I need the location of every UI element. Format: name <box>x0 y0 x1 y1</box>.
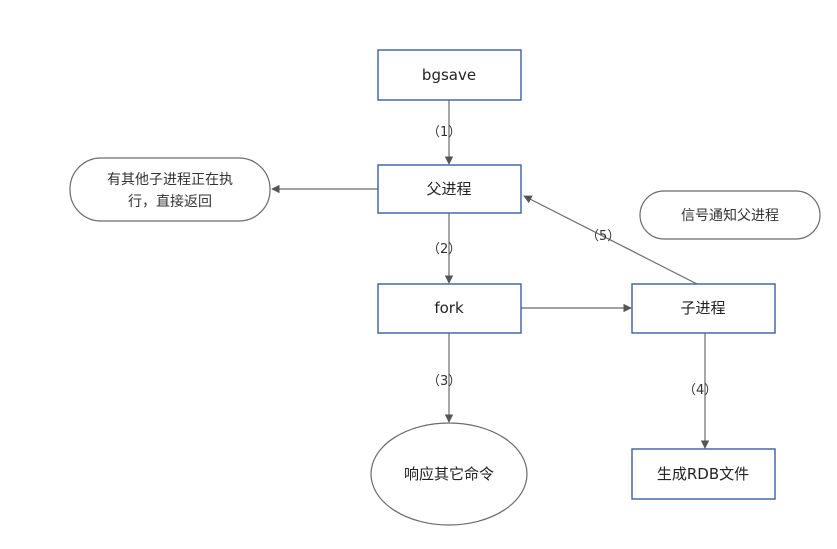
signal-note-label: 信号通知父进程 <box>681 207 779 224</box>
signal-note-shape <box>639 190 821 240</box>
signal-note-node: 信号通知父进程 <box>639 190 821 240</box>
fork-node: fork <box>377 283 522 334</box>
step-label-4: （4） <box>683 383 717 398</box>
parent-process-box <box>377 164 522 214</box>
child-process-box <box>631 283 776 334</box>
respond-ellipse <box>370 422 528 526</box>
other-process-running-shape <box>69 157 271 222</box>
rdb-node: 生成RDB文件 <box>631 448 776 500</box>
child-process-label: 子进程 <box>680 299 725 317</box>
edge-child-to-parent <box>523 195 698 285</box>
step-label-3: （3） <box>427 374 461 389</box>
step-labels: （1） （2） （3） （4） （5） <box>427 125 717 398</box>
step-label-5: （5） <box>586 229 620 244</box>
bgsave-box <box>377 49 522 101</box>
respond-node: 响应其它命令 <box>370 422 528 526</box>
step-label-2: （2） <box>427 242 461 257</box>
other-process-running-line1: 有其他子进程正在执 <box>107 172 233 188</box>
parent-process-label: 父进程 <box>426 180 471 198</box>
fork-label: fork <box>434 299 464 317</box>
edges <box>271 100 710 449</box>
other-process-running-line2: 行，直接返回 <box>128 193 212 210</box>
parent-process-node: 父进程 <box>377 164 522 214</box>
bgsave-label: bgsave <box>422 66 476 84</box>
child-process-node: 子进程 <box>631 283 776 334</box>
other-process-running-node: 有其他子进程正在执 行，直接返回 <box>69 157 271 222</box>
rdb-label: 生成RDB文件 <box>657 465 749 483</box>
respond-label: 响应其它命令 <box>404 465 494 483</box>
bgsave-node: bgsave <box>377 49 522 101</box>
step-label-1: （1） <box>427 125 461 140</box>
rdb-box <box>631 448 776 500</box>
fork-box <box>377 283 522 334</box>
